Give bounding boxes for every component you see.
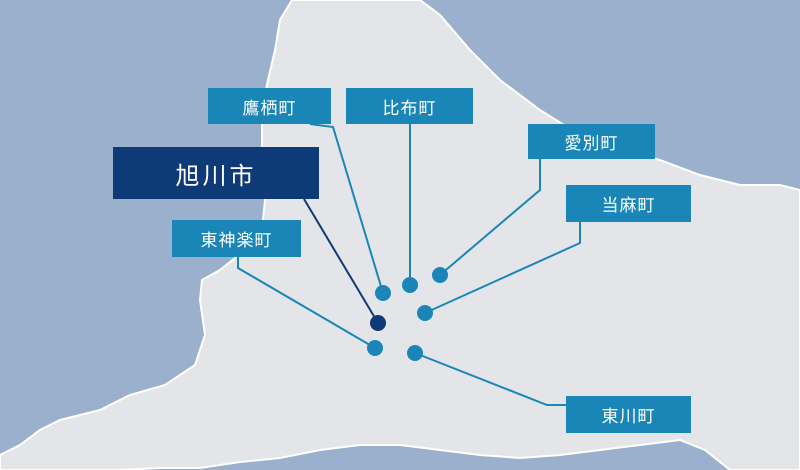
leader-line-aibetsu	[439, 159, 541, 276]
town-marker-takasu	[375, 285, 391, 301]
town-markers	[367, 267, 448, 361]
town-label-takasu: 鷹栖町	[208, 88, 331, 124]
leader-lines	[237, 123, 581, 406]
town-marker-touma	[417, 305, 433, 321]
leader-line-touma	[424, 222, 581, 314]
town-label-pippu: 比布町	[346, 88, 473, 124]
town-label-higashikawa: 東川町	[566, 396, 691, 433]
leader-line-higashikagura	[237, 257, 376, 349]
town-marker-aibetsu	[432, 267, 448, 283]
town-marker-higashikawa	[407, 345, 423, 361]
town-label-aibetsu: 愛別町	[528, 124, 655, 159]
leader-line-asahikawa	[303, 198, 379, 324]
leader-line-higashikawa	[414, 352, 566, 406]
town-marker-asahikawa	[370, 315, 386, 331]
town-marker-pippu	[402, 277, 418, 293]
town-label-asahikawa: 旭川市	[113, 147, 319, 199]
town-label-touma: 当麻町	[566, 185, 691, 222]
town-label-higashikagura: 東神楽町	[172, 220, 301, 257]
town-marker-higashikagura	[367, 340, 383, 356]
leader-line-takasu	[309, 123, 384, 294]
